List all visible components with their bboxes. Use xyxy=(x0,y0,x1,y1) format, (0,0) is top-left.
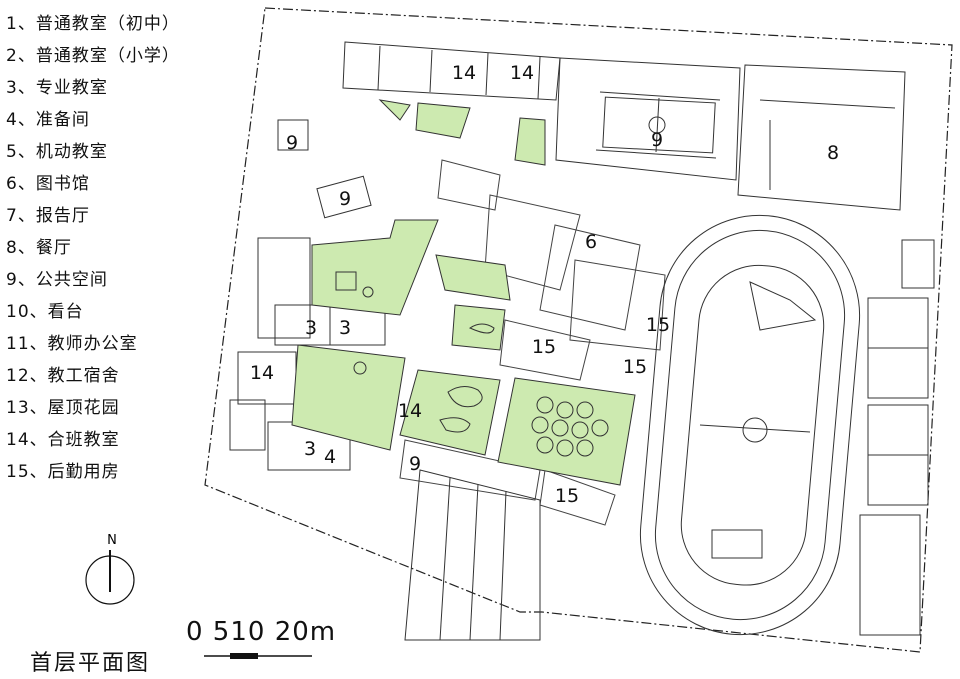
running-track xyxy=(639,214,861,636)
room-label: 14 xyxy=(250,362,274,384)
room-label: 9 xyxy=(286,132,298,154)
room-label: 6 xyxy=(585,231,597,253)
site-boundary xyxy=(204,7,953,653)
room-label: 15 xyxy=(555,485,579,507)
legend: 1、普通教室（初中） 2、普通教室（小学） 3、专业教室 4、准备间 5、机动教… xyxy=(6,8,180,488)
room-label: 4 xyxy=(324,446,336,468)
legend-item: 1、普通教室（初中） xyxy=(6,14,180,34)
legend-item: 12、教工宿舍 xyxy=(6,366,120,386)
scale-bar xyxy=(204,653,312,659)
legend-item: 8、餐厅 xyxy=(6,238,72,258)
legend-item: 15、后勤用房 xyxy=(6,462,120,482)
map-title: 首层平面图 xyxy=(30,651,151,676)
room-label: 9 xyxy=(409,453,421,475)
south-stairs xyxy=(404,469,541,641)
room-label: 8 xyxy=(827,142,839,164)
east-courts xyxy=(859,239,935,636)
room-label: 15 xyxy=(646,314,670,336)
room-label: 9 xyxy=(651,129,663,151)
garden-features xyxy=(335,271,609,457)
room-label: 3 xyxy=(339,317,351,339)
legend-item: 10、看台 xyxy=(6,302,84,322)
north-arrow: N xyxy=(84,530,140,620)
legend-item: 5、机动教室 xyxy=(6,142,108,162)
scale-text: 0 510 20m xyxy=(186,617,337,647)
legend-item: 4、准备间 xyxy=(6,110,90,130)
central-buildings xyxy=(399,159,666,526)
legend-item: 2、普通教室（小学） xyxy=(6,46,180,66)
basketball-court xyxy=(602,96,716,154)
room-label: 14 xyxy=(510,62,534,84)
legend-item: 13、屋顶花园 xyxy=(6,398,120,418)
legend-item: 6、图书馆 xyxy=(6,174,90,194)
legend-item: 7、报告厅 xyxy=(6,206,90,226)
room-label: 15 xyxy=(532,336,556,358)
room-label: 9 xyxy=(339,188,351,210)
legend-item: 3、专业教室 xyxy=(6,78,108,98)
legend-item: 9、公共空间 xyxy=(6,270,108,290)
north-building xyxy=(342,41,906,211)
room-label: 14 xyxy=(452,62,476,84)
green-spaces xyxy=(291,99,636,486)
room-label: 15 xyxy=(623,356,647,378)
room-label: 3 xyxy=(304,438,316,460)
north-label: N xyxy=(107,533,117,548)
legend-item: 14、合班教室 xyxy=(6,430,120,450)
legend-item: 11、教师办公室 xyxy=(6,334,138,354)
room-labels: 14 14 9 9 9 8 6 3 3 15 15 15 14 14 3 4 9… xyxy=(250,62,839,507)
room-label: 14 xyxy=(398,400,422,422)
room-label: 3 xyxy=(305,317,317,339)
